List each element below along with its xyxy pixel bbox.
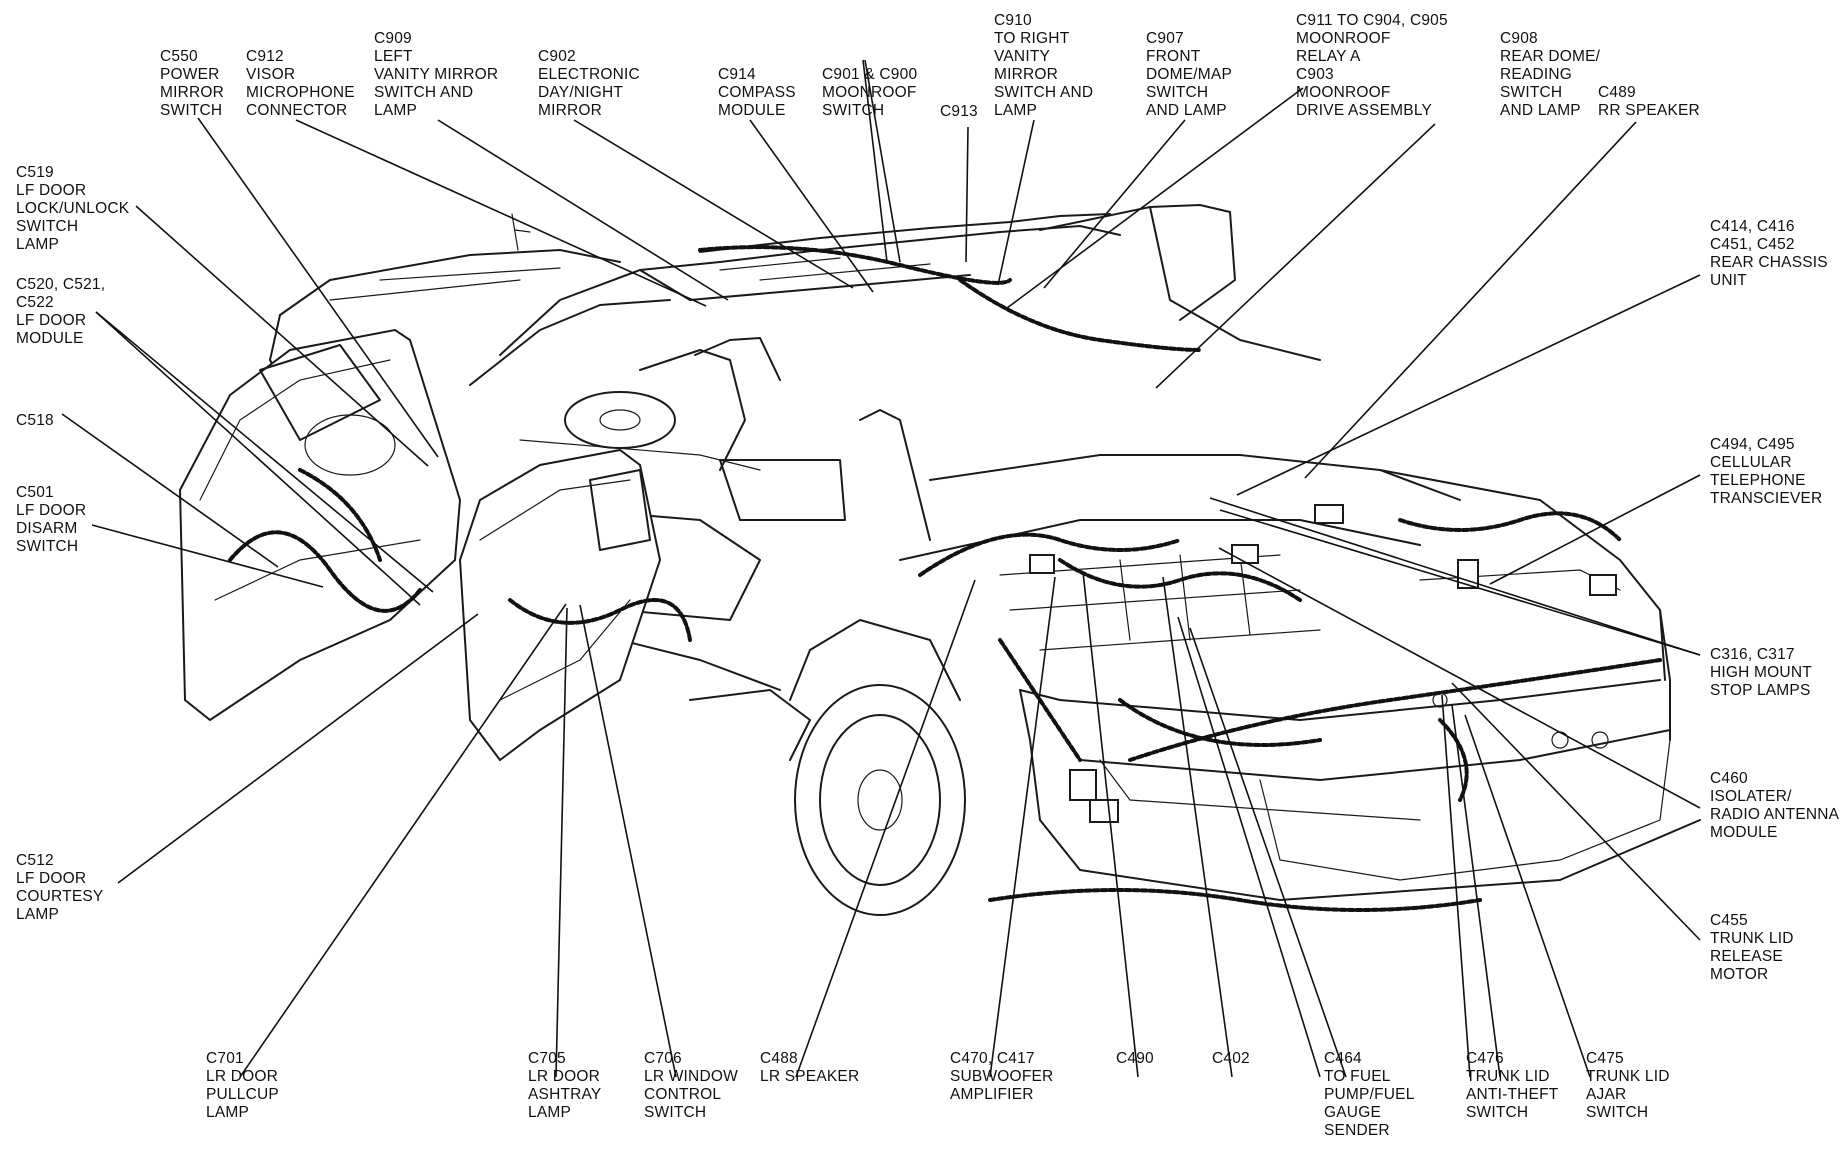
label-c911: C911 TO C904, C905 MOONROOF RELAY A C903…	[1296, 12, 1448, 119]
label-c910: C910 TO RIGHT VANITY MIRROR SWITCH AND L…	[994, 12, 1094, 119]
label-c501: C501 LF DOOR DISARM SWITCH	[16, 484, 87, 555]
label-c909: C909 LEFT VANITY MIRROR SWITCH AND LAMP	[374, 30, 499, 119]
label-c490: C490	[1116, 1050, 1154, 1067]
label-c470: C470, C417 SUBWOOFER AMPLIFIER	[950, 1050, 1054, 1103]
leader-lines	[61, 59, 1701, 1078]
label-c512: C512 LF DOOR COURTESY LAMP	[16, 852, 104, 923]
car-illustration	[178, 204, 1701, 916]
label-c706: C706 LR WINDOW CONTROL SWITCH	[644, 1050, 738, 1121]
label-c475: C475 TRUNK LID AJAR SWITCH	[1586, 1050, 1670, 1121]
label-c316: C316, C317 HIGH MOUNT STOP LAMPS	[1710, 646, 1812, 699]
label-c902: C902 ELECTRONIC DAY/NIGHT MIRROR	[538, 48, 640, 119]
label-c494: C494, C495 CELLULAR TELEPHONE TRANSCIEVE…	[1710, 436, 1823, 507]
label-c455: C455 TRUNK LID RELEASE MOTOR	[1710, 912, 1794, 983]
label-c488: C488 LR SPEAKER	[760, 1050, 860, 1085]
label-c464: C464 TO FUEL PUMP/FUEL GAUGE SENDER	[1324, 1050, 1415, 1139]
label-c414: C414, C416 C451, C452 REAR CHASSIS UNIT	[1710, 218, 1828, 289]
label-c519: C519 LF DOOR LOCK/UNLOCK SWITCH LAMP	[16, 164, 130, 253]
label-c901: C901 & C900 MOONROOF SWITCH	[822, 66, 918, 119]
label-c705: C705 LR DOOR ASHTRAY LAMP	[528, 1050, 602, 1121]
label-c914: C914 COMPASS MODULE	[718, 66, 796, 119]
label-c518: C518	[16, 412, 54, 429]
label-c460: C460 ISOLATER/ RADIO ANTENNA MODULE	[1710, 770, 1840, 841]
label-c476: C476 TRUNK LID ANTI-THEFT SWITCH	[1466, 1050, 1559, 1121]
label-c907: C907 FRONT DOME/MAP SWITCH AND LAMP	[1146, 30, 1232, 119]
label-c913: C913	[940, 103, 978, 120]
label-c489: C489 RR SPEAKER	[1598, 84, 1700, 119]
label-c912: C912 VISOR MICROPHONE CONNECTOR	[246, 48, 355, 119]
label-c701: C701 LR DOOR PULLCUP LAMP	[206, 1050, 279, 1121]
label-c908: C908 REAR DOME/ READING SWITCH AND LAMP	[1500, 30, 1601, 119]
label-c550: C550 POWER MIRROR SWITCH	[160, 48, 225, 119]
label-c520: C520, C521, C522 LF DOOR MODULE	[16, 276, 106, 347]
label-c402: C402	[1212, 1050, 1250, 1067]
